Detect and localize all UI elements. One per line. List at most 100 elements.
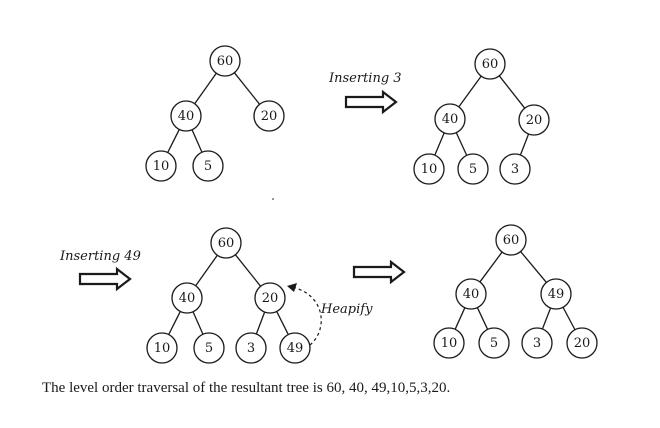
node-circle <box>171 282 203 314</box>
node-value: 49 <box>287 341 304 356</box>
stray-dot <box>272 198 274 200</box>
tree-after-insert-49-node: 40 <box>171 282 203 314</box>
node-circle <box>518 104 550 136</box>
node-circle <box>146 332 178 364</box>
inserting-3-label: Inserting 3 <box>328 71 402 86</box>
heapify-arrowhead-icon <box>287 283 297 292</box>
node-circle <box>145 150 177 182</box>
node-circle <box>566 327 598 359</box>
node-value: 20 <box>526 113 543 128</box>
tree-after-heapify-node: 5 <box>478 327 510 359</box>
tree-after-insert-49-edge <box>255 311 266 335</box>
tree-after-insert-3-node: 40 <box>434 103 466 135</box>
tree-initial-node: 20 <box>253 100 285 132</box>
node-value: 5 <box>205 341 213 356</box>
node-value: 3 <box>533 336 541 351</box>
heapify-arrow <box>291 286 322 346</box>
node-circle <box>540 278 572 310</box>
tree-after-heapify-node: 40 <box>455 278 487 310</box>
node-value: 3 <box>247 341 255 356</box>
node-circle <box>455 278 487 310</box>
tree-after-insert-3-edge <box>498 75 526 109</box>
tree-after-insert-3-edge <box>434 132 445 156</box>
right-arrow-icon-1 <box>344 89 398 115</box>
node-value: 10 <box>153 159 170 174</box>
node-value: 5 <box>490 336 498 351</box>
tree-after-insert-3-node: 20 <box>518 104 550 136</box>
node-value: 20 <box>574 336 591 351</box>
tree-after-insert-3-edge <box>458 75 482 108</box>
tree-after-heapify-node: 60 <box>495 224 527 256</box>
tree-after-insert-49-node: 5 <box>193 332 225 364</box>
tree-initial-node: 40 <box>170 100 202 132</box>
nodes-layer: 60 40 20 10 5 60 40 20 10 5 3 60 40 20 10 5 3 49 60 40 49 10 5… <box>145 45 598 364</box>
node-circle <box>235 332 267 364</box>
tree-after-insert-49-edge <box>234 254 262 287</box>
tree-after-heapify-edge <box>454 307 466 330</box>
node-circle <box>499 153 531 185</box>
tree-after-heapify-edge <box>520 251 547 283</box>
tree-after-insert-3-node: 60 <box>474 48 506 80</box>
tree-after-heapify-edge <box>562 306 576 331</box>
node-value: 49 <box>548 287 565 302</box>
node-value: 40 <box>442 112 459 127</box>
node-circle <box>209 45 241 77</box>
tree-after-insert-49-node: 60 <box>210 227 242 259</box>
right-arrow-icon-3 <box>352 259 406 285</box>
node-circle <box>253 100 285 132</box>
tree-after-insert-3-node: 3 <box>499 153 531 185</box>
node-circle <box>521 327 553 359</box>
node-value: 20 <box>261 109 278 124</box>
tree-after-insert-49-node: 20 <box>254 282 286 314</box>
inserting-49-label: Inserting 49 <box>59 249 141 264</box>
node-value: 10 <box>154 341 171 356</box>
heapify-label: Heapify <box>320 302 373 317</box>
node-value: 3 <box>511 162 519 177</box>
node-value: 10 <box>421 162 438 177</box>
traversal-caption: The level order traversal of the resulta… <box>42 380 451 396</box>
tree-after-insert-49-node: 49 <box>279 332 311 364</box>
node-value: 60 <box>217 54 234 69</box>
right-arrow-icon-2 <box>78 266 132 292</box>
node-circle <box>434 103 466 135</box>
tree-after-insert-49-node: 10 <box>146 332 178 364</box>
node-circle <box>413 153 445 185</box>
node-value: 40 <box>463 287 480 302</box>
tree-initial-edge <box>191 129 203 153</box>
node-value: 5 <box>469 162 477 177</box>
tree-after-insert-3-edge <box>519 133 530 156</box>
node-circle <box>170 100 202 132</box>
node-value: 60 <box>218 236 235 251</box>
tree-after-insert-3-node: 5 <box>457 153 489 185</box>
tree-initial-edge <box>194 72 217 105</box>
edges-layer <box>167 72 576 335</box>
tree-after-insert-49-edge <box>276 311 289 335</box>
node-circle <box>478 327 510 359</box>
tree-after-heapify-edge <box>479 251 503 283</box>
node-value: 5 <box>204 159 212 174</box>
node-circle <box>457 153 489 185</box>
node-circle <box>192 150 224 182</box>
tree-initial-edge <box>233 72 261 105</box>
node-circle <box>495 224 527 256</box>
node-value: 60 <box>503 233 520 248</box>
tree-after-insert-49-edge <box>192 311 204 335</box>
tree-after-insert-49-edge <box>195 254 218 287</box>
node-value: 40 <box>178 109 195 124</box>
tree-initial-edge <box>167 129 180 153</box>
node-circle <box>254 282 286 314</box>
tree-after-heapify-node: 49 <box>540 278 572 310</box>
tree-after-heapify-edge <box>476 307 489 330</box>
tree-after-heapify-node: 10 <box>433 327 465 359</box>
node-value: 40 <box>179 291 196 306</box>
node-value: 10 <box>441 336 458 351</box>
tree-after-heapify-node: 3 <box>521 327 553 359</box>
node-circle <box>210 227 242 259</box>
tree-after-insert-49-edge <box>168 311 181 335</box>
tree-after-insert-3-edge <box>455 132 468 156</box>
tree-after-heapify-edge <box>541 307 552 330</box>
tree-after-insert-3-node: 10 <box>413 153 445 185</box>
node-value: 20 <box>262 291 279 306</box>
node-circle <box>433 327 465 359</box>
